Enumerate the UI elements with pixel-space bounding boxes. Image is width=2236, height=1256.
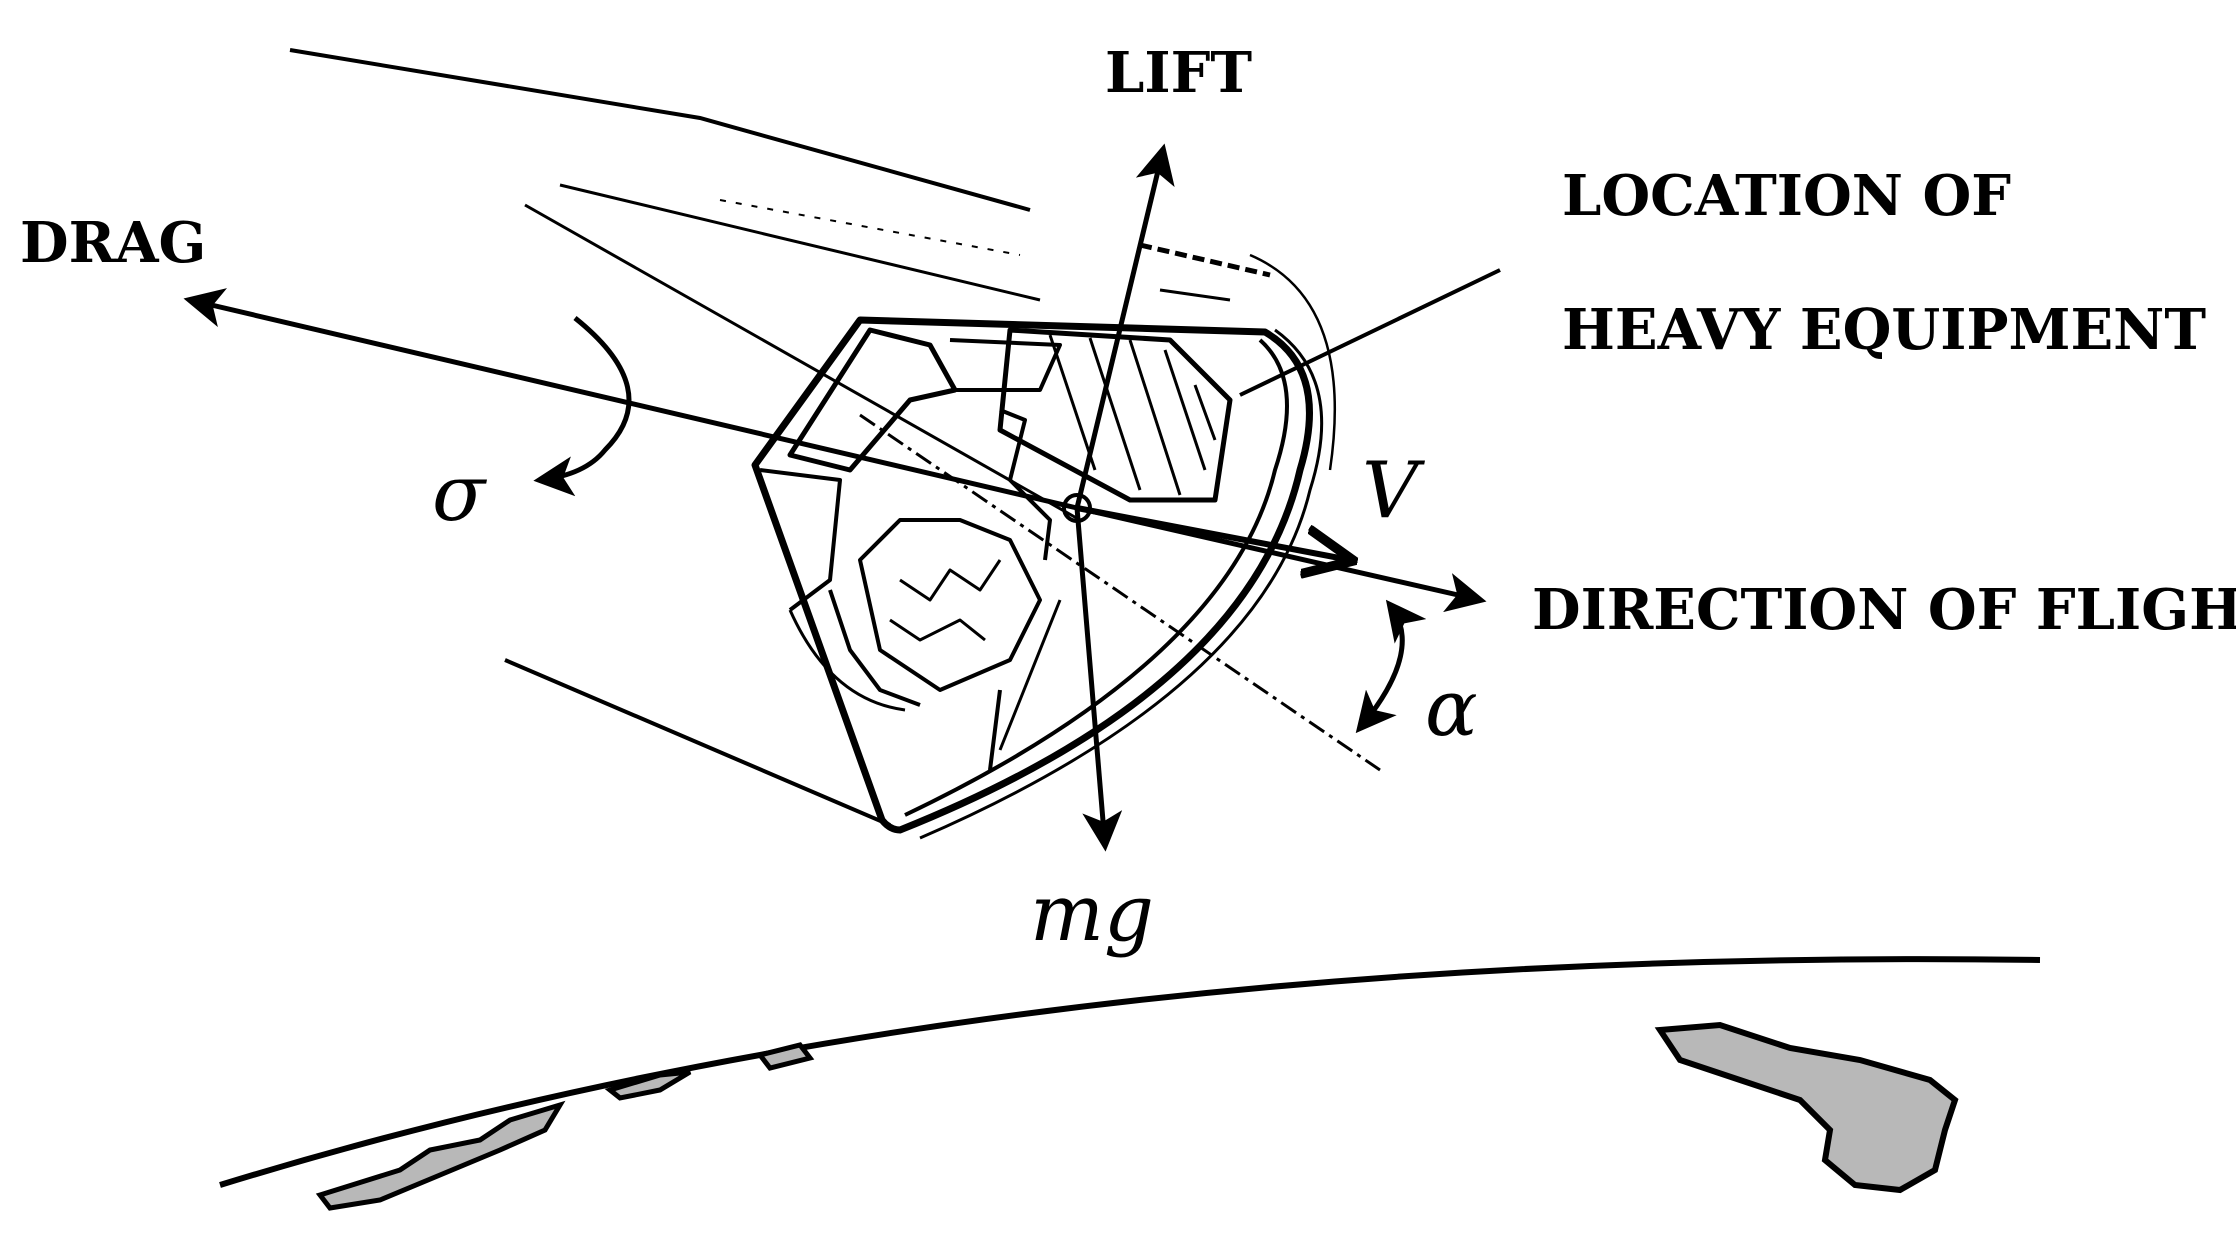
angle-of-attack-symbol: α: [1425, 664, 1478, 754]
reference-lines: [504, 203, 1501, 827]
land-left: [315, 1100, 566, 1211]
angle-of-attack-arrow: [1355, 599, 1427, 734]
location-label-line1: LOCATION OF: [1562, 163, 2011, 229]
weight-arrow: [1074, 507, 1123, 852]
bank-angle-arrow: [533, 316, 632, 497]
flight-direction-arrow: [1076, 505, 1487, 613]
force-arrows: [183, 143, 1487, 852]
drag-arrow: [183, 288, 1078, 511]
drag-label: DRAG: [20, 210, 207, 276]
heavy-equipment-block: [997, 327, 1233, 503]
land-right: [1654, 1021, 1959, 1194]
lift-label: LIFT: [1105, 40, 1252, 106]
direction-of-flight-label: DIRECTION OF FLIGHT: [1532, 577, 2236, 643]
capsule-outline: [751, 316, 1313, 834]
bank-angle-symbol: σ: [432, 449, 486, 539]
lift-arrow: [1074, 143, 1175, 509]
earth-horizon: [219, 956, 2041, 1211]
weight-symbol: mg: [1030, 869, 1154, 959]
velocity-symbol: V: [1362, 446, 1419, 536]
location-label-line2: HEAVY EQUIPMENT: [1562, 297, 2207, 363]
capsule: [751, 316, 1324, 840]
